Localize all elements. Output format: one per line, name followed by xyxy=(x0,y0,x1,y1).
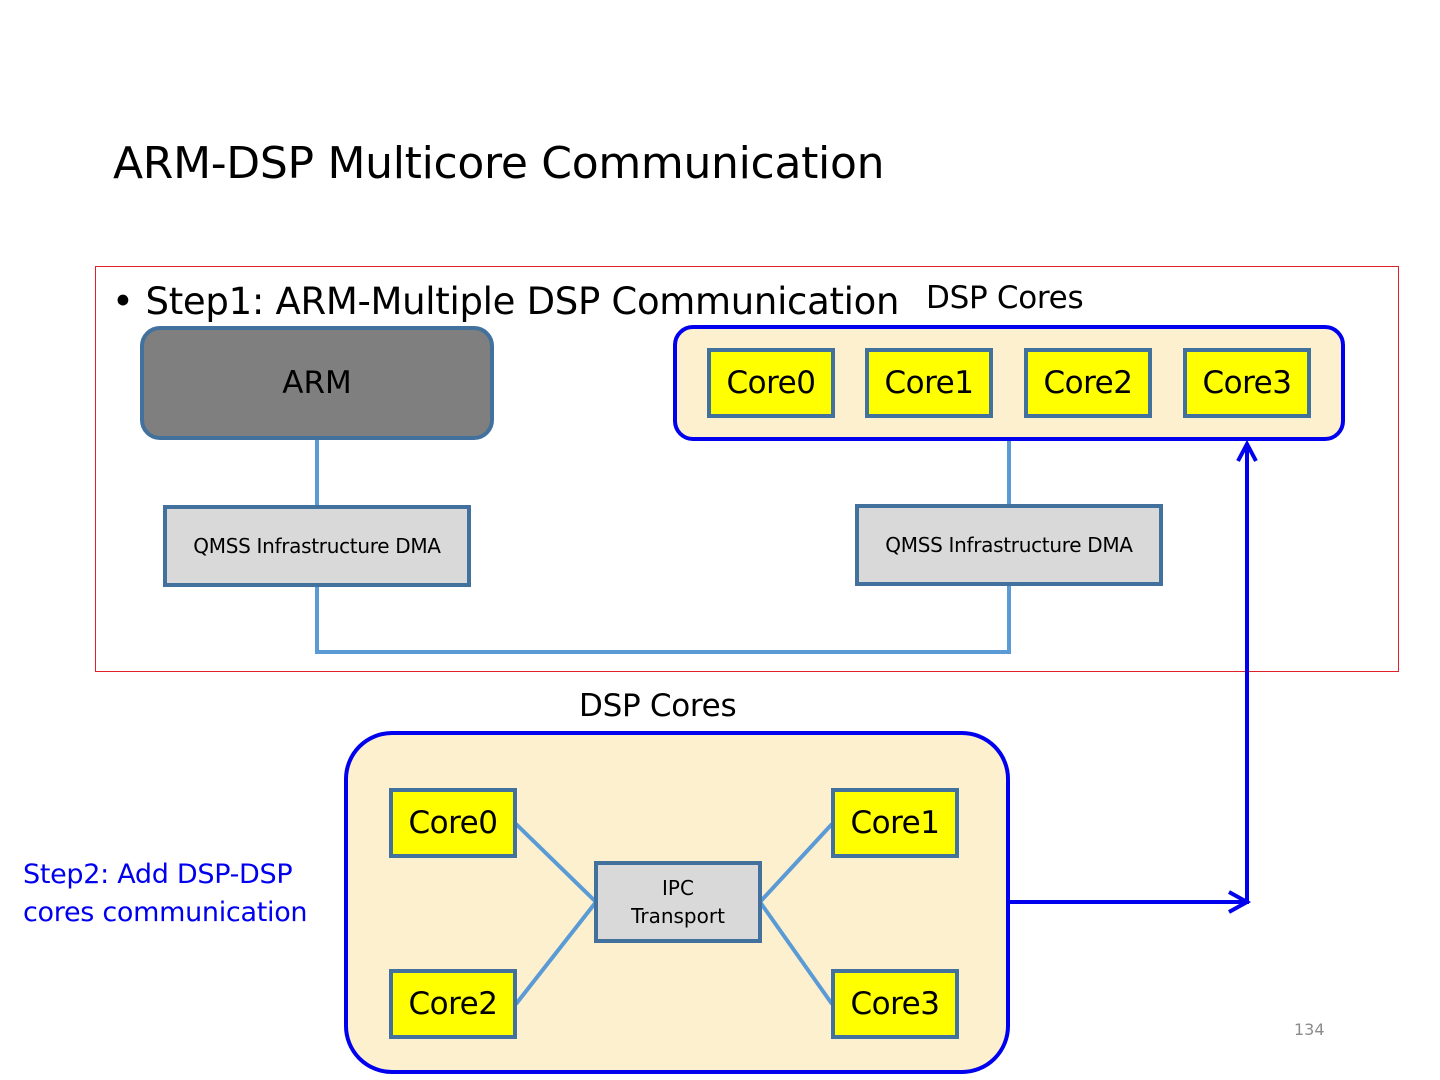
bottom-core-0: Core0 xyxy=(389,788,517,858)
top-core-1: Core1 xyxy=(865,348,993,418)
arm-label: ARM xyxy=(282,365,352,401)
core-label: Core3 xyxy=(1202,365,1292,401)
qmss-label: QMSS Infrastructure DMA xyxy=(885,533,1133,557)
step2-caption-line2: cores communication xyxy=(23,897,308,928)
step1-heading: • Step1: ARM-Multiple DSP Communication xyxy=(112,278,899,326)
core-label: Core1 xyxy=(884,365,974,401)
dsp-cores-label-top: DSP Cores xyxy=(926,280,1084,316)
core-label: Core3 xyxy=(850,986,940,1022)
bottom-core-1: Core1 xyxy=(831,788,959,858)
top-core-2: Core2 xyxy=(1024,348,1152,418)
step2-caption: Step2: Add DSP-DSP cores communication xyxy=(23,856,308,932)
top-core-3: Core3 xyxy=(1183,348,1311,418)
core-label: Core0 xyxy=(408,805,498,841)
bullet-icon: • xyxy=(112,280,134,323)
top-core-0: Core0 xyxy=(707,348,835,418)
ipc-label-line1: IPC xyxy=(662,876,694,900)
core-label: Core2 xyxy=(1043,365,1133,401)
arrowhead-right-icon xyxy=(1228,890,1252,914)
step2-caption-line1: Step2: Add DSP-DSP xyxy=(23,859,293,890)
step1-heading-text: Step1: ARM-Multiple DSP Communication xyxy=(145,280,900,323)
qmss-label: QMSS Infrastructure DMA xyxy=(193,534,441,558)
qmss-dma-right: QMSS Infrastructure DMA xyxy=(855,504,1163,586)
page-number: 134 xyxy=(1294,1020,1325,1039)
dsp-cores-label-bottom: DSP Cores xyxy=(579,688,737,724)
bottom-core-2: Core2 xyxy=(389,969,517,1039)
core-label: Core1 xyxy=(850,805,940,841)
core-label: Core0 xyxy=(726,365,816,401)
ipc-label-line2: Transport xyxy=(631,904,725,928)
ipc-transport-block: IPC Transport xyxy=(594,861,762,943)
slide-title: ARM-DSP Multicore Communication xyxy=(113,138,885,189)
core-label: Core2 xyxy=(408,986,498,1022)
bottom-core-3: Core3 xyxy=(831,969,959,1039)
qmss-dma-left: QMSS Infrastructure DMA xyxy=(163,505,471,587)
step1-frame xyxy=(95,266,1399,672)
arm-block: ARM xyxy=(140,326,494,440)
